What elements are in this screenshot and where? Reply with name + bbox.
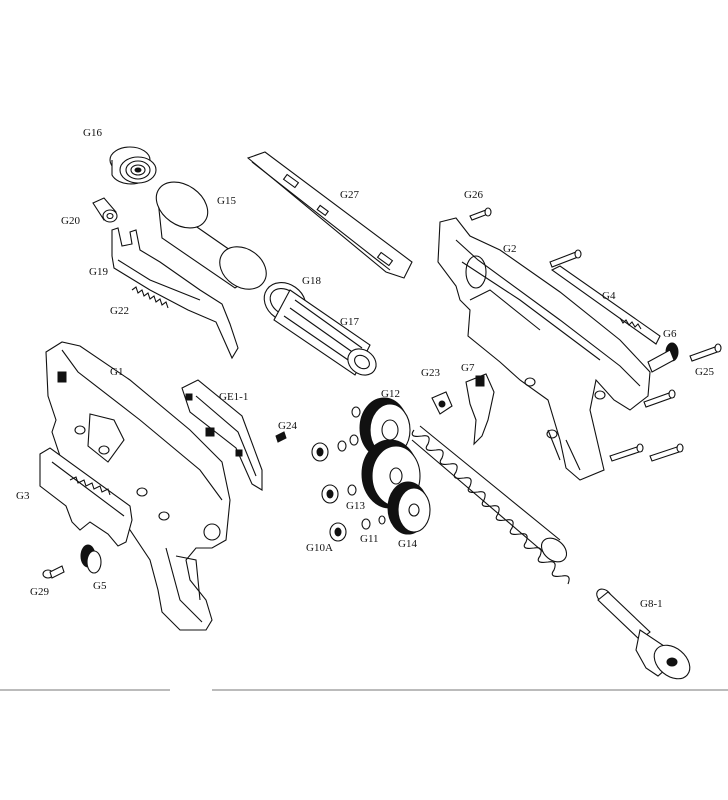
part-g5-gear [80, 544, 102, 574]
part-g19-bracket [111, 227, 239, 360]
part-bushings [311, 406, 386, 542]
part-g26-screw [469, 207, 492, 221]
label-g7: G7 [461, 362, 475, 374]
label-g29: G29 [30, 586, 49, 598]
label-g11: G11 [360, 533, 379, 545]
label-g5: G5 [93, 580, 107, 592]
label-g10a: G10A [306, 542, 333, 554]
label-g1: G1 [110, 366, 124, 378]
label-g13: G13 [346, 500, 365, 512]
part-screws [549, 249, 722, 462]
label-g18: G18 [302, 275, 321, 287]
part-mainspring [411, 425, 570, 585]
label-g6: G6 [663, 328, 677, 340]
label-g14: G14 [398, 538, 417, 550]
label-g24: G24 [278, 420, 297, 432]
part-g17-piston [263, 282, 377, 376]
part-g15-cylinder [155, 181, 267, 290]
part-ge1-1-board [181, 379, 263, 491]
part-g16-piston-head [109, 146, 157, 185]
label-g8-1: G8-1 [640, 598, 663, 610]
label-g20: G20 [61, 215, 80, 227]
label-g2: G2 [503, 243, 517, 255]
label-g15: G15 [217, 195, 236, 207]
part-g2-gearbox-shell [437, 217, 651, 481]
part-g6-gear [647, 342, 679, 373]
part-g20-nozzle [92, 197, 118, 223]
label-g25: G25 [695, 366, 714, 378]
part-g29-screw [42, 565, 65, 579]
label-ge1-1: GE1-1 [219, 391, 249, 403]
label-g27: G27 [340, 189, 359, 201]
label-g3: G3 [16, 490, 30, 502]
part-g23-tappet-catch [431, 391, 453, 415]
part-g22-spring [131, 286, 169, 309]
part-g3-plate [39, 447, 133, 547]
part-g27-plate [246, 151, 413, 279]
label-g19: G19 [89, 266, 108, 278]
label-g23: G23 [421, 367, 440, 379]
label-g16: G16 [83, 127, 102, 139]
label-g22: G22 [110, 305, 129, 317]
part-g14-bevel-gear [387, 481, 431, 535]
part-g7-trigger [465, 373, 495, 446]
part-g24-screw [275, 431, 287, 443]
part-g4-selector-bar [550, 265, 661, 345]
label-g12: G12 [381, 388, 400, 400]
part-g8-1-spring-guide [596, 588, 691, 680]
label-g4: G4 [602, 290, 616, 302]
label-g26: G26 [464, 189, 483, 201]
label-g17: G17 [340, 316, 359, 328]
